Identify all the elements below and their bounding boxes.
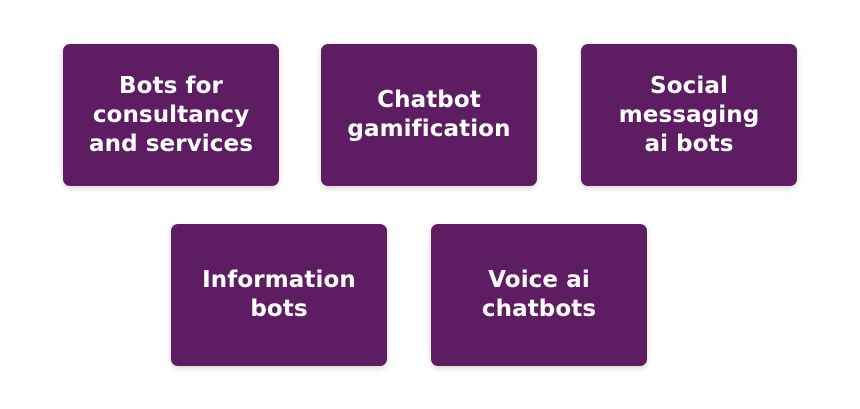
card-voice-ai-chatbots: Voice ai chatbots xyxy=(431,224,647,366)
card-label: Social messaging ai bots xyxy=(618,72,760,157)
card-label: Voice ai chatbots xyxy=(481,267,597,322)
card-bots-for-consultancy: Bots for consultancy and services xyxy=(63,44,279,186)
card-label: Information bots xyxy=(202,267,356,322)
card-label: Chatbot gamification xyxy=(347,87,511,142)
card-information-bots: Information bots xyxy=(171,224,387,366)
card-label: Bots for consultancy and services xyxy=(89,72,253,157)
card-social-messaging-ai-bots: Social messaging ai bots xyxy=(581,44,797,186)
card-chatbot-gamification: Chatbot gamification xyxy=(321,44,537,186)
